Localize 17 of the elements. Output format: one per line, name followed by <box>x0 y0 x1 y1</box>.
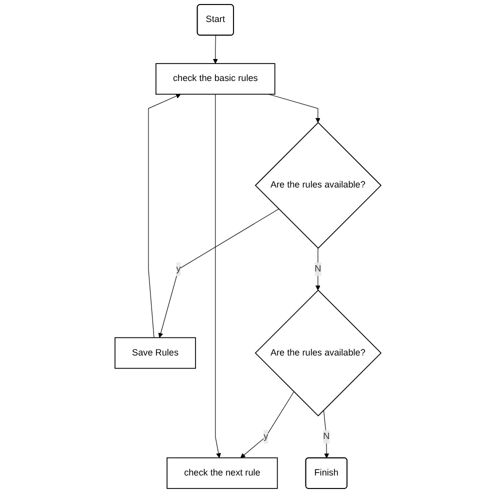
edge-label: y <box>176 264 181 274</box>
arrow <box>323 410 330 458</box>
arrow <box>215 94 221 458</box>
edge-label: N <box>314 264 322 274</box>
arrow <box>212 35 218 64</box>
node-box: check the next rule <box>166 457 278 489</box>
arrow <box>148 94 181 338</box>
node-box: check the basic rules <box>156 63 276 95</box>
node-box: Save Rules <box>114 337 196 369</box>
edge-label: N <box>323 432 330 442</box>
node-diamond: Are the rules available? <box>254 290 382 416</box>
arrow <box>315 248 320 290</box>
edge-label: y <box>264 432 268 442</box>
arrow <box>240 391 294 458</box>
node-diamond: Are the rules available? <box>254 122 382 249</box>
arrow <box>158 208 279 338</box>
arrow <box>268 94 320 123</box>
